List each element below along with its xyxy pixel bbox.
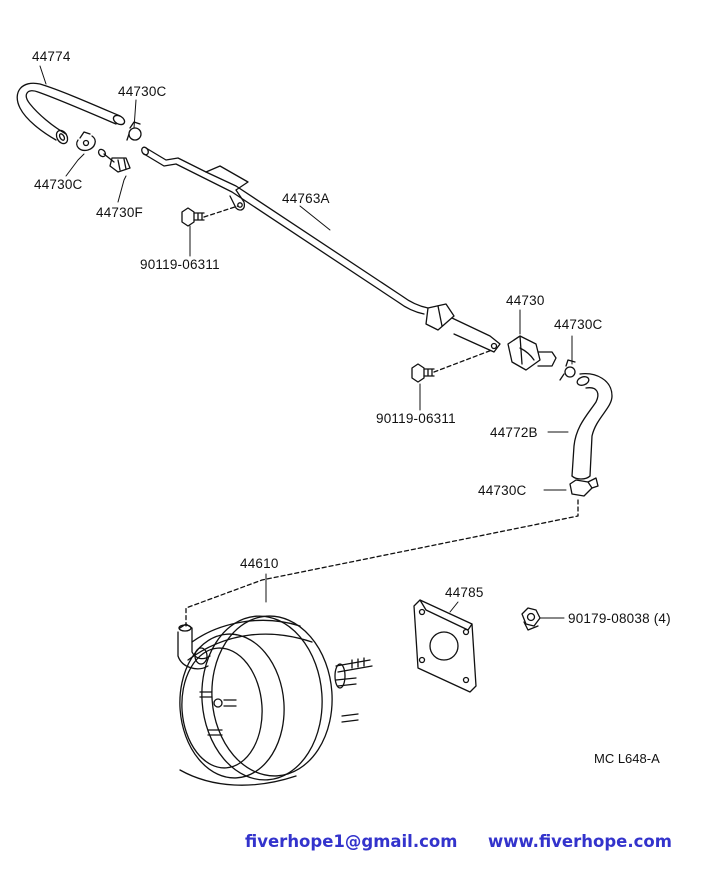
website-link[interactable]: www.fiverhope.com <box>488 832 672 851</box>
clamp-44730c-right <box>560 360 575 380</box>
label-44610: 44610 <box>240 556 279 571</box>
diagram-reference-code: MC L648-A <box>594 751 660 766</box>
label-44774: 44774 <box>32 49 71 64</box>
bolt-90119-top <box>182 208 204 226</box>
label-90179: 90179-08038 (4) <box>568 611 671 626</box>
label-44730c-low: 44730C <box>478 483 527 498</box>
label-44730c-top: 44730C <box>118 84 167 99</box>
brake-booster-44610 <box>175 612 372 785</box>
gasket-44785 <box>414 600 476 692</box>
clamp-44730c-left <box>77 132 95 150</box>
bolt-90119-mid <box>412 364 434 382</box>
clamp-44730c-low <box>570 478 598 496</box>
label-90119-top: 90119-06311 <box>140 257 220 272</box>
hose-44772b <box>572 374 612 479</box>
fitting-44730f <box>97 148 130 172</box>
leader-lines <box>40 66 572 618</box>
label-44785: 44785 <box>445 585 484 600</box>
pipe-44763a <box>140 146 500 352</box>
hose-44774 <box>17 83 126 145</box>
label-44730f: 44730F <box>96 205 143 220</box>
label-90119-mid: 90119-06311 <box>376 411 456 426</box>
check-valve-44730 <box>508 336 556 370</box>
dashed-leaders <box>186 206 578 626</box>
nut-90179 <box>522 608 540 630</box>
label-44730c-right: 44730C <box>554 317 603 332</box>
label-44730c-left: 44730C <box>34 177 83 192</box>
label-44730: 44730 <box>506 293 545 308</box>
label-44763a: 44763A <box>282 191 330 206</box>
label-44772b: 44772B <box>490 425 538 440</box>
email-link[interactable]: fiverhope1@gmail.com <box>245 832 458 851</box>
